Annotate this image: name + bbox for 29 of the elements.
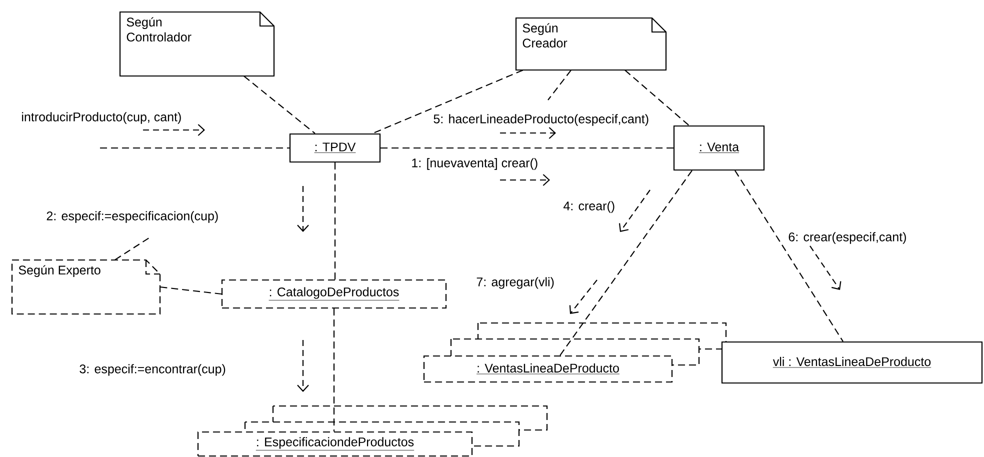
message-label: 7: agregar(vli)	[476, 277, 554, 289]
note-box: Según Creador	[515, 17, 667, 71]
object-box: : Venta	[673, 125, 765, 171]
note-anchor-line	[244, 76, 316, 134]
node-label: : VentasLineaDeProducto	[478, 363, 619, 373]
message-label: 2: especif:=especificacion(cup)	[46, 211, 218, 223]
note-anchor-line	[624, 70, 690, 126]
node-label: : EspecificaciondeProductos	[257, 437, 414, 449]
note-box: Según Controlador	[119, 11, 275, 77]
multiobject-box: : VentasLineaDeProducto	[423, 322, 727, 383]
link-line	[333, 308, 335, 432]
multiobject-box: : EspecificaciondeProductos	[197, 405, 548, 457]
message-label: 4: crear()	[564, 201, 614, 213]
message-label: 5: hacerLineadeProducto(especif,cant)	[434, 114, 648, 126]
note-box: Según Experto	[11, 259, 161, 315]
message-label: 1: [nuevaventa] crear()	[412, 158, 538, 170]
message-label: 3: especif:=encontrar(cup)	[80, 364, 226, 376]
link-line	[734, 170, 844, 342]
note-anchor-line	[160, 286, 222, 295]
link-line	[380, 147, 674, 149]
note-anchor-line	[372, 70, 524, 134]
message-label: introducirProducto(cup, cant)	[22, 112, 181, 124]
object-box: : TPDV	[289, 133, 381, 163]
message-label: 6: crear(especif,cant)	[788, 232, 906, 244]
link-line	[334, 162, 336, 280]
link-line	[100, 147, 290, 149]
object-box: vli : VentasLineaDeProducto	[721, 341, 983, 384]
note-anchor-line	[548, 70, 572, 100]
object-box: : CatalogoDeProductos	[221, 279, 447, 309]
